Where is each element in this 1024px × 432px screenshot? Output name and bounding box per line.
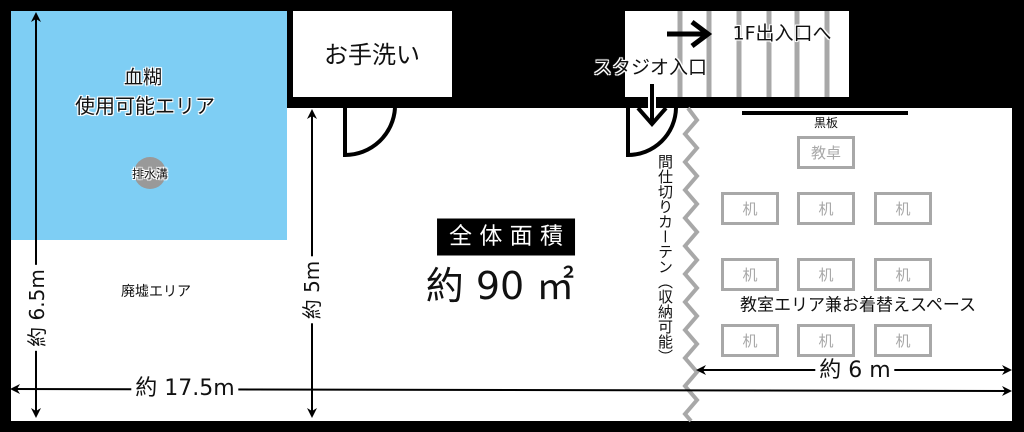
blood-area-label-1: 血糊: [123, 66, 163, 89]
height-mid-label: 約 5m: [300, 256, 324, 324]
toilet-door: [343, 107, 397, 158]
desk: 机: [721, 192, 779, 225]
total-width-label: 約 17.5m: [131, 378, 239, 400]
desk: 机: [797, 192, 855, 225]
total-area-value: 約 90 ㎡: [425, 264, 575, 308]
drain-icon: [134, 157, 166, 189]
partition-curtain-icon: [682, 106, 700, 423]
studio-entrance-label: スタジオ入口: [592, 56, 708, 79]
classroom-area-label: 教室エリア兼お着替えスペース: [740, 295, 976, 316]
desk: 机: [797, 324, 855, 357]
desk: 机: [874, 324, 932, 357]
partition-label: 間仕切りカーテン（収納可能）: [656, 154, 674, 364]
teacher-desk: 教卓: [797, 136, 855, 169]
drain-label: 排水溝: [131, 167, 169, 181]
blackboard-label: 黒板: [813, 116, 839, 130]
desk: 机: [874, 192, 932, 225]
blood-area-label-2: 使用可能エリア: [75, 94, 215, 118]
studio-door: [626, 107, 678, 158]
blood-usable-area: [11, 11, 287, 240]
ruins-area-label: 廃墟エリア: [121, 284, 191, 300]
stair-steps: [677, 11, 830, 97]
desk: 机: [721, 324, 779, 357]
desk: 机: [721, 258, 779, 291]
exit-1f-label: 1F出入口へ: [732, 22, 832, 45]
desk: 机: [874, 258, 932, 291]
desk: 机: [797, 258, 855, 291]
toilet-room: [293, 11, 452, 97]
total-area-label: 全 体 面 積: [437, 218, 575, 256]
height-left-label: 約 6.5m: [25, 265, 49, 351]
classroom-width-label: 約 6 m: [815, 360, 895, 382]
toilet-label: お手洗い: [324, 41, 420, 69]
